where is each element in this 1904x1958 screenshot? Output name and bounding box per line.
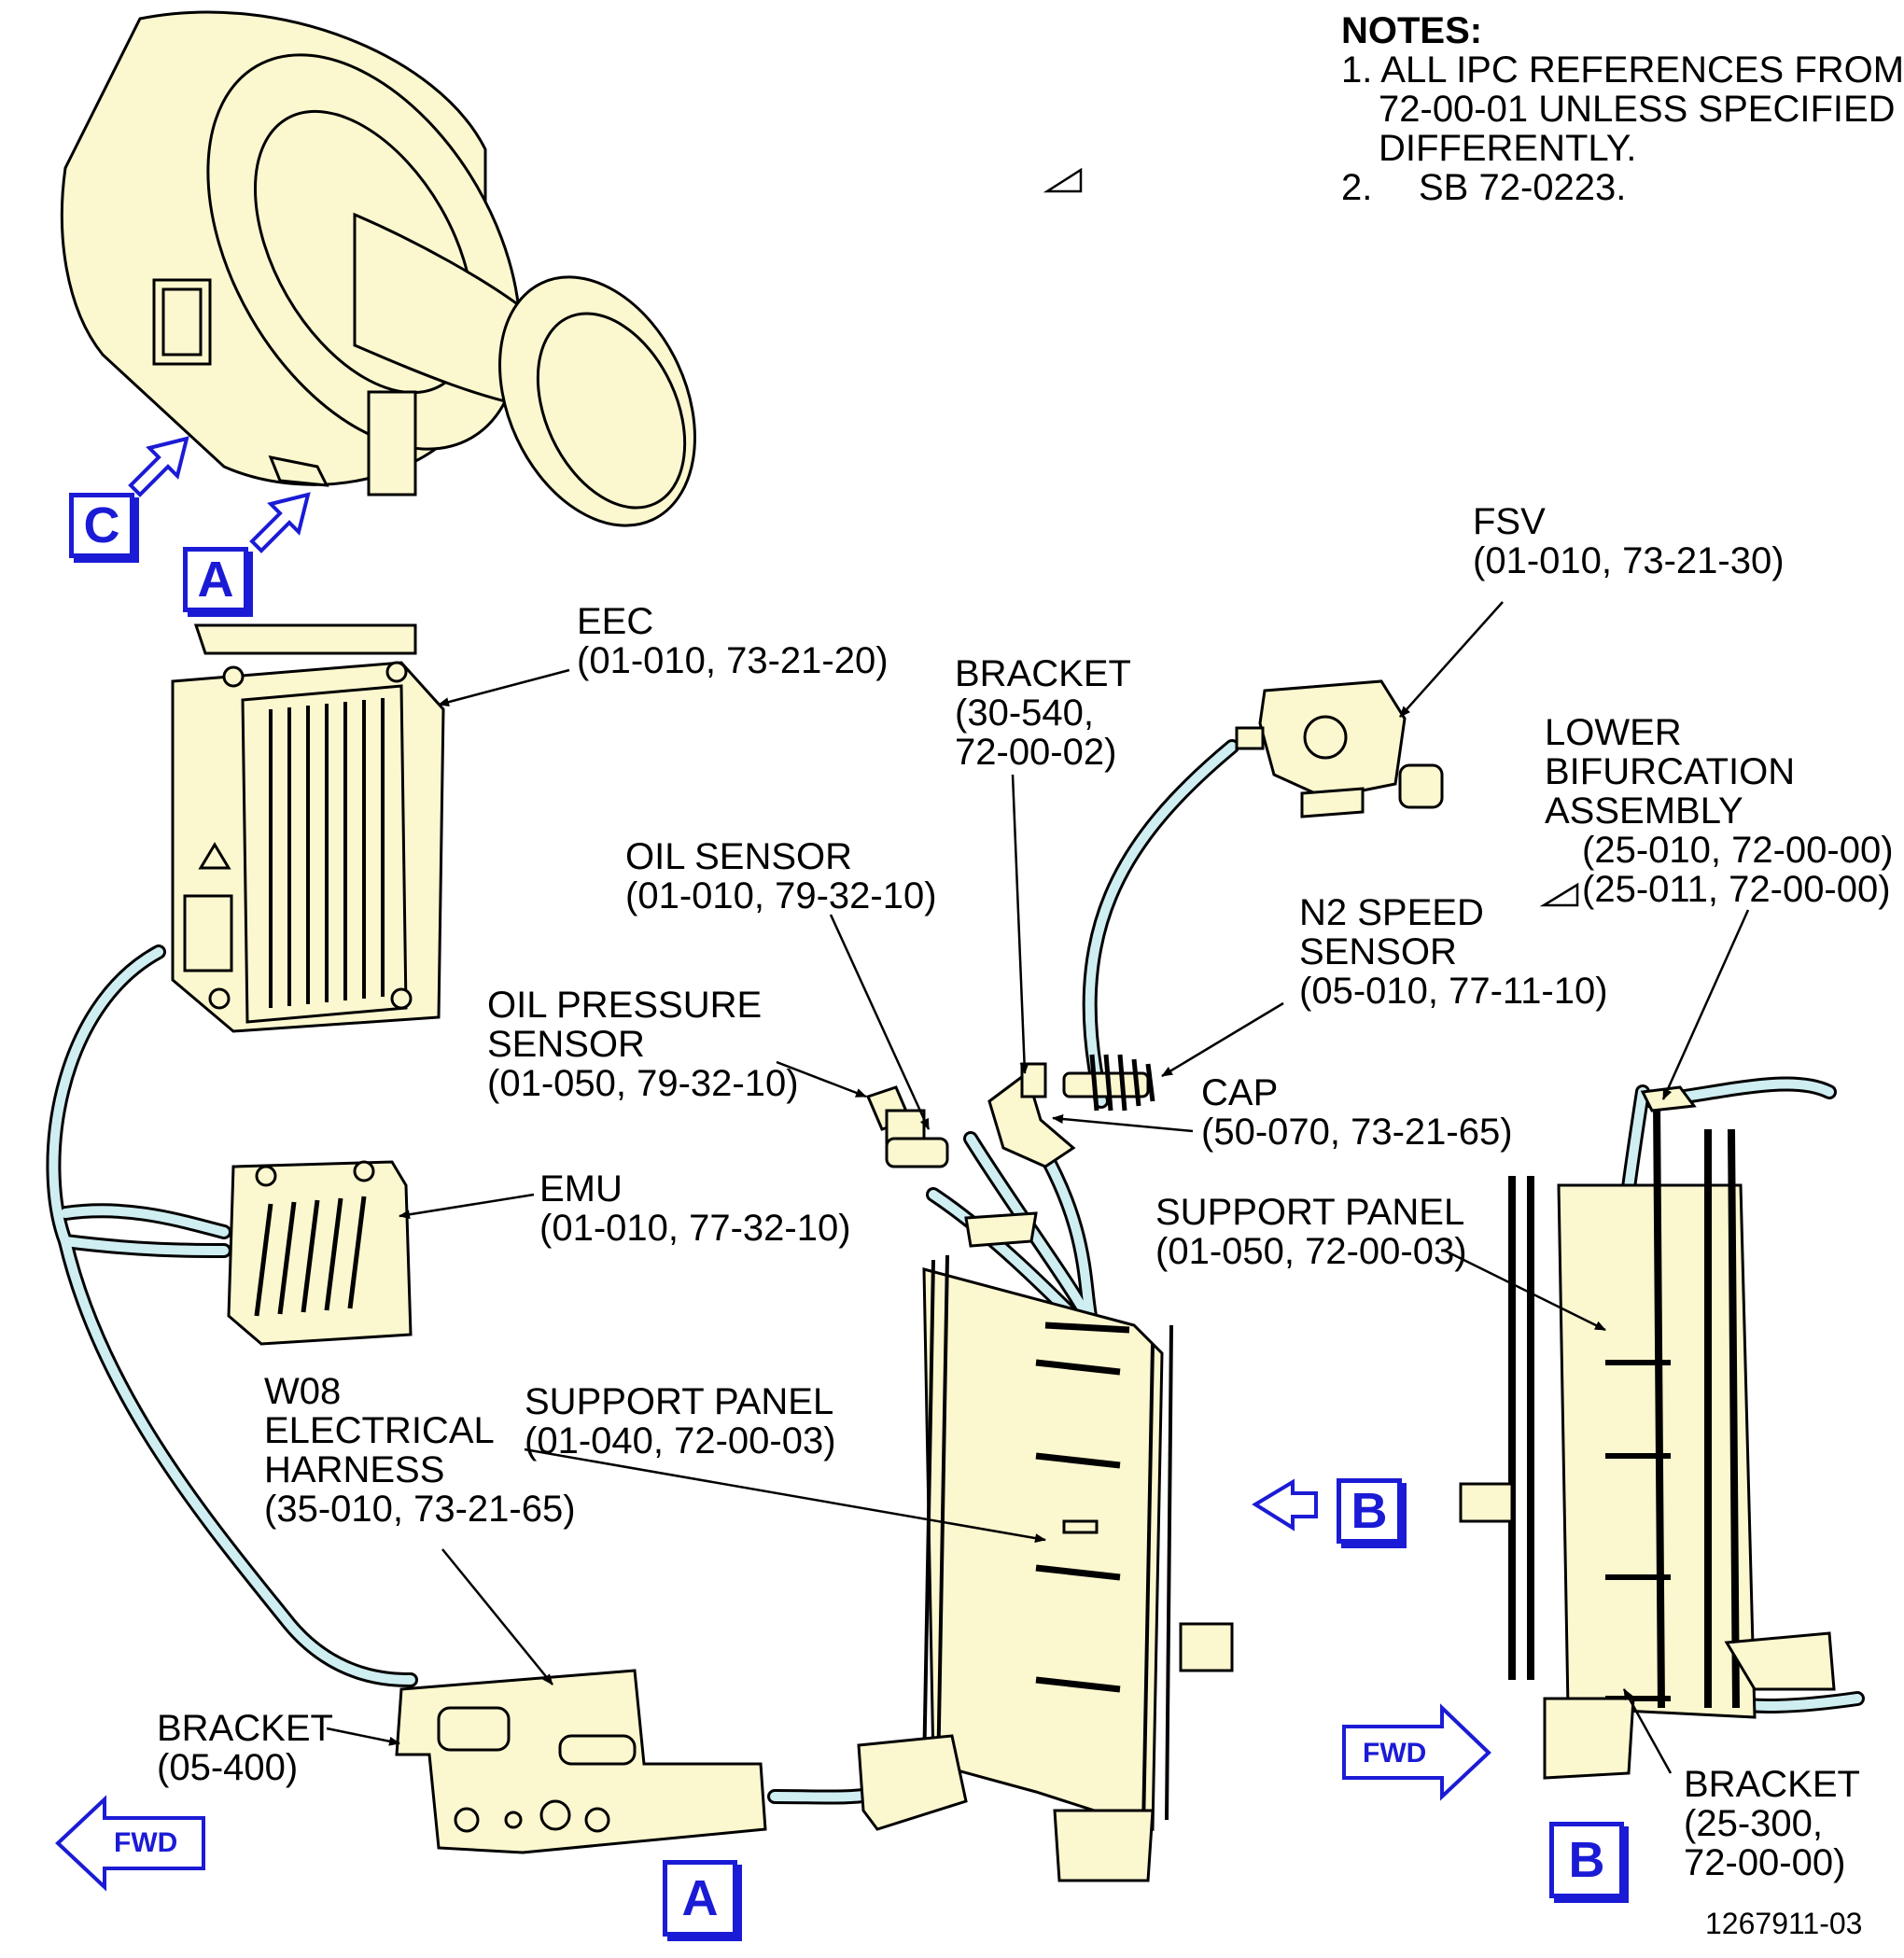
view-arrow-b bbox=[1252, 1478, 1318, 1531]
view-tag-c: C bbox=[69, 493, 134, 558]
callout-emu: EMU (01-010, 77-32-10) bbox=[539, 1168, 851, 1249]
support-panel-01-040 bbox=[857, 1211, 1234, 1882]
note-line-1: 1. ALL IPC REFERENCES FROM bbox=[1341, 49, 1904, 91]
fsv-unit bbox=[1235, 679, 1444, 818]
callout-cap: CAP (50-070, 73-21-65) bbox=[1201, 1072, 1513, 1153]
callout-bracket-30-540: BRACKET (30-540, 72-00-02) bbox=[955, 653, 1131, 773]
fwd-arrow-left bbox=[55, 1795, 205, 1892]
view-tag-b-bottom: B bbox=[1549, 1822, 1624, 1898]
figure-id: 1267911-03 bbox=[1705, 1907, 1863, 1940]
callout-oil-pressure-sensor: OIL PRESSURE SENSOR (01-050, 79-32-10) bbox=[487, 985, 799, 1104]
note-line-4: SB 72-0223. bbox=[1419, 167, 1627, 208]
note-line-4-prefix: 2. bbox=[1341, 167, 1373, 208]
notes-title: NOTES: bbox=[1341, 10, 1483, 51]
oil-sensor bbox=[885, 1137, 949, 1168]
fwd-label-right: FWD bbox=[1363, 1738, 1427, 1769]
view-tag-b-right: B bbox=[1337, 1478, 1402, 1544]
callout-oil-sensor: OIL SENSOR (01-010, 79-32-10) bbox=[625, 836, 937, 916]
bracket-05-400 bbox=[395, 1669, 767, 1854]
callout-fsv: FSV (01-010, 73-21-30) bbox=[1473, 501, 1785, 581]
leader-lines bbox=[326, 601, 1750, 1774]
callout-lower-bifurcation-ref1: (25-010, 72-00-00) bbox=[1582, 830, 1894, 871]
callout-support-panel-01-050: SUPPORT PANEL (01-050, 72-00-03) bbox=[1155, 1192, 1467, 1272]
lower-bifurcation-assembly bbox=[1459, 1085, 1836, 1780]
callout-eec: EEC (01-010, 73-21-20) bbox=[577, 601, 889, 681]
sb-marker-icon bbox=[1043, 167, 1579, 907]
callout-support-panel-01-040: SUPPORT PANEL (01-040, 72-00-03) bbox=[525, 1381, 836, 1462]
callout-n2-speed-sensor: N2 SPEED SENSOR (05-010, 77-11-10) bbox=[1299, 892, 1608, 1012]
callout-w08-harness: W08 ELECTRICAL HARNESS (35-010, 73-21-65… bbox=[264, 1371, 576, 1530]
view-arrow-c bbox=[128, 436, 189, 497]
view-tag-a-bottom: A bbox=[663, 1860, 737, 1937]
note-line-2: 72-00-01 UNLESS SPECIFIED bbox=[1379, 89, 1896, 130]
engine-illustration bbox=[60, 10, 696, 527]
emu-unit bbox=[227, 1160, 413, 1346]
oil-pressure-sensor bbox=[865, 1085, 926, 1145]
bracket-30-540 bbox=[987, 1062, 1076, 1168]
eec-unit bbox=[171, 623, 445, 1033]
view-tag-a-top: A bbox=[183, 547, 248, 612]
view-arrow-a-top bbox=[249, 492, 311, 553]
callout-bracket-05-400: BRACKET (05-400) bbox=[157, 1708, 333, 1788]
callout-lower-bifurcation-ref2: (25-011, 72-00-00) bbox=[1582, 869, 1891, 910]
callout-lower-bifurcation: LOWER BIFURCATION ASSEMBLY bbox=[1545, 712, 1796, 832]
note-line-3: DIFFERENTLY. bbox=[1379, 128, 1637, 169]
callout-bracket-25-300: BRACKET (25-300, 72-00-00) bbox=[1684, 1764, 1860, 1883]
fwd-label-left: FWD bbox=[114, 1827, 178, 1858]
n2-speed-sensor bbox=[1062, 1054, 1155, 1112]
fwd-arrow-right bbox=[1342, 1703, 1491, 1801]
